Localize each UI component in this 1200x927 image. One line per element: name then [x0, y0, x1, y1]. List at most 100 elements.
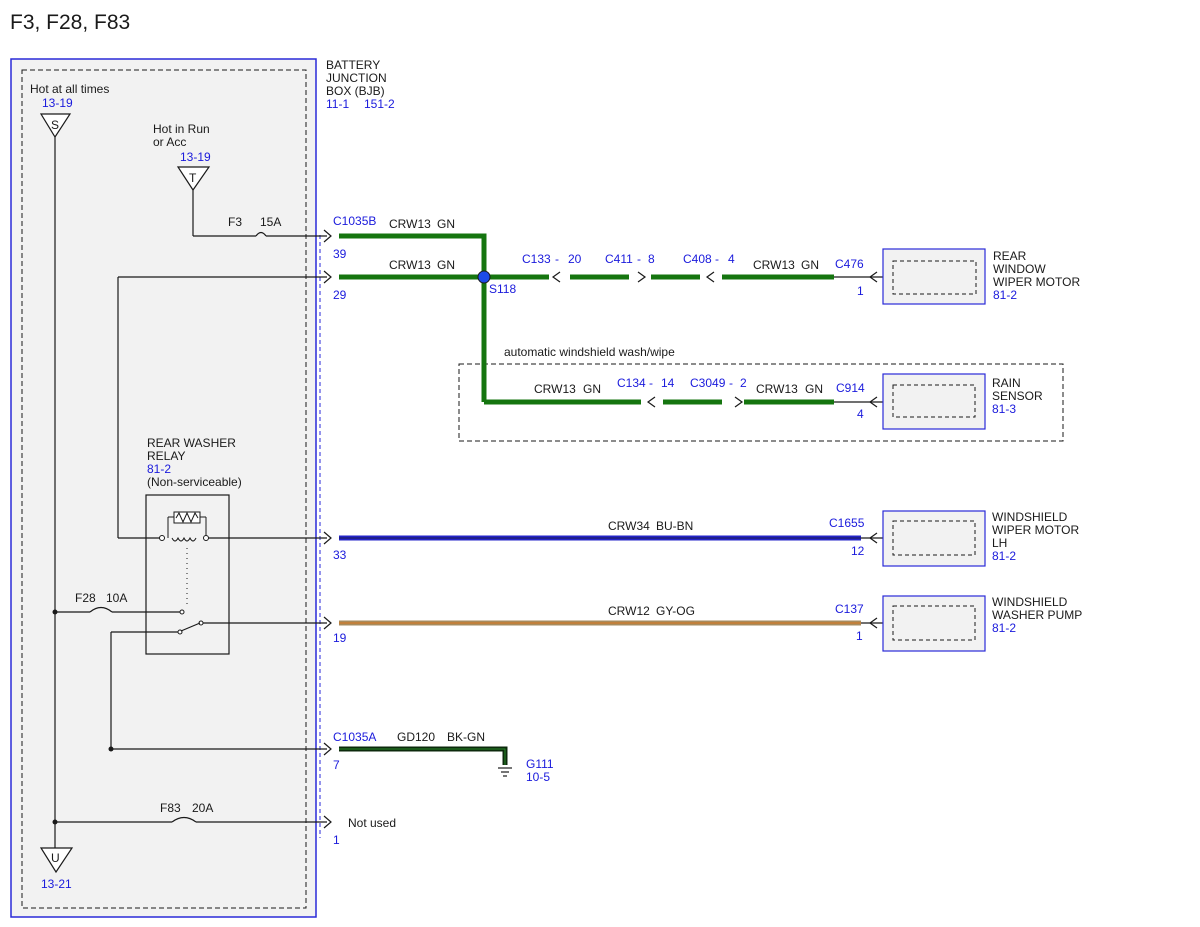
c137-pin: 1 [856, 629, 863, 643]
svg-text:WINDSHIELD: WINDSHIELD [992, 510, 1068, 524]
svg-text:REAR WASHER: REAR WASHER [147, 436, 236, 450]
c411-pin: 8 [648, 252, 655, 266]
wire-29-label: CRW13 GN [389, 258, 455, 272]
device-connector-arrows [834, 271, 884, 629]
svg-text:CRW13: CRW13 [753, 258, 795, 272]
fuse-f83: F83 20A [160, 801, 213, 823]
svg-text:SENSOR: SENSOR [992, 389, 1043, 403]
pin-19: 19 [333, 631, 347, 645]
svg-text:GN: GN [801, 258, 819, 272]
svg-text:or Acc: or Acc [153, 135, 186, 149]
automatic-wash-wipe-box [458, 363, 1064, 442]
svg-text:G111: G111 [526, 757, 554, 771]
connector-c3049: C3049 [690, 376, 726, 390]
c914-pin: 4 [857, 407, 864, 421]
svg-text:81-2: 81-2 [992, 621, 1016, 635]
source-hot-in-run: Hot in Run or Acc 13-19 T [153, 122, 211, 192]
junction-dot [52, 609, 58, 615]
c1655-pin: 12 [851, 544, 865, 558]
svg-text:RAIN: RAIN [992, 376, 1021, 390]
splice-s118-dot [477, 270, 491, 284]
fuse-f28: F28 10A [75, 591, 127, 613]
svg-text:BK-GN: BK-GN [447, 730, 485, 744]
rear-washer-relay: REAR WASHER RELAY 81-2 (Non-serviceable) [145, 436, 242, 655]
fuse-icon [171, 816, 197, 823]
connector-c133: C133 [522, 252, 551, 266]
automatic-wash-wipe-label: automatic windshield wash/wipe [504, 345, 675, 359]
internal-wiring [54, 137, 327, 848]
page-title: F3, F28, F83 [10, 11, 130, 34]
svg-text:81-2: 81-2 [992, 549, 1016, 563]
svg-text:U: U [51, 851, 60, 865]
svg-text:GN: GN [805, 382, 823, 396]
component-windshield-wiper-motor: WINDSHIELD WIPER MOTOR LH 81-2 [882, 510, 1079, 567]
svg-text:GD120: GD120 [397, 730, 435, 744]
wire-33-label: CRW34 BU-BN [608, 519, 693, 533]
fuse-icon [89, 606, 113, 613]
svg-text:15A: 15A [260, 215, 281, 229]
bjb-box [10, 58, 317, 918]
component-rain-sensor: RAIN SENSOR 81-3 [882, 373, 1043, 430]
svg-text:WASHER PUMP: WASHER PUMP [992, 608, 1082, 622]
svg-text:CRW13: CRW13 [389, 258, 431, 272]
pin-7: 7 [333, 758, 340, 772]
svg-text:S: S [51, 118, 59, 132]
c408-pin: 4 [728, 252, 735, 266]
pin-33: 33 [333, 548, 347, 562]
svg-text:WIPER MOTOR: WIPER MOTOR [992, 523, 1079, 537]
bjb-inner-dashed [21, 69, 307, 909]
fuse-icon [255, 231, 267, 237]
connector-c476: C476 [835, 257, 864, 271]
c3049-pin: 2 [740, 376, 747, 390]
svg-text:CRW13: CRW13 [534, 382, 576, 396]
svg-text:Hot in Run: Hot in Run [153, 122, 210, 136]
pin-29: 29 [333, 288, 347, 302]
pin-1: 1 [333, 833, 340, 847]
svg-text:CRW13: CRW13 [389, 217, 431, 231]
svg-text:151-2: 151-2 [364, 97, 395, 111]
pin-39: 39 [333, 247, 347, 261]
c476-pin: 1 [857, 284, 864, 298]
svg-text:(Non-serviceable): (Non-serviceable) [147, 475, 242, 489]
svg-text:13-19: 13-19 [42, 96, 73, 110]
wire-39-label: CRW13 GN [389, 217, 455, 231]
wire-7-label: GD120 BK-GN [397, 730, 485, 744]
junction-dot [108, 746, 114, 752]
relay-box [145, 494, 230, 655]
connector-c1655: C1655 [829, 516, 865, 530]
svg-text:20A: 20A [192, 801, 213, 815]
relay-switch-icon [180, 622, 201, 632]
svg-text:WIPER MOTOR: WIPER MOTOR [993, 275, 1080, 289]
svg-text:81-2: 81-2 [147, 462, 171, 476]
svg-text:REAR: REAR [993, 249, 1027, 263]
svg-text:BU-BN: BU-BN [656, 519, 693, 533]
svg-text:81-2: 81-2 [993, 288, 1017, 302]
svg-text:10A: 10A [106, 591, 127, 605]
svg-text:LH: LH [992, 536, 1007, 550]
fuse-f3: F3 15A [228, 215, 281, 237]
relay-coil-icon [171, 536, 197, 542]
svg-text:JUNCTION: JUNCTION [326, 71, 387, 85]
ground-g111: G111 10-5 [498, 757, 554, 784]
svg-text:13-21: 13-21 [41, 877, 72, 891]
svg-text:WINDOW: WINDOW [993, 262, 1046, 276]
svg-text:BATTERY: BATTERY [326, 58, 380, 72]
connector-c134: C134 [617, 376, 646, 390]
svg-text:BOX (BJB): BOX (BJB) [326, 84, 385, 98]
bjb-label: BATTERY JUNCTION BOX (BJB) 11-1 151-2 [326, 58, 395, 111]
svg-text:F28: F28 [75, 591, 96, 605]
svg-text:-: - [637, 252, 641, 266]
component-windshield-washer-pump: WINDSHIELD WASHER PUMP 81-2 [882, 595, 1082, 652]
svg-text:CRW13: CRW13 [756, 382, 798, 396]
not-used-label: Not used [348, 816, 396, 830]
s-terminal-icon [39, 113, 72, 139]
junction-dot [52, 819, 58, 825]
component-rear-wiper-motor: REAR WINDOW WIPER MOTOR 81-2 [882, 248, 1080, 305]
connector-c408: C408 [683, 252, 712, 266]
svg-text:GN: GN [437, 217, 455, 231]
wire-29-right-label: CRW13 GN [753, 258, 819, 272]
wire-rain-left-label: CRW13 GN [534, 382, 601, 396]
svg-text:10-5: 10-5 [526, 770, 550, 784]
svg-text:-: - [649, 376, 653, 390]
